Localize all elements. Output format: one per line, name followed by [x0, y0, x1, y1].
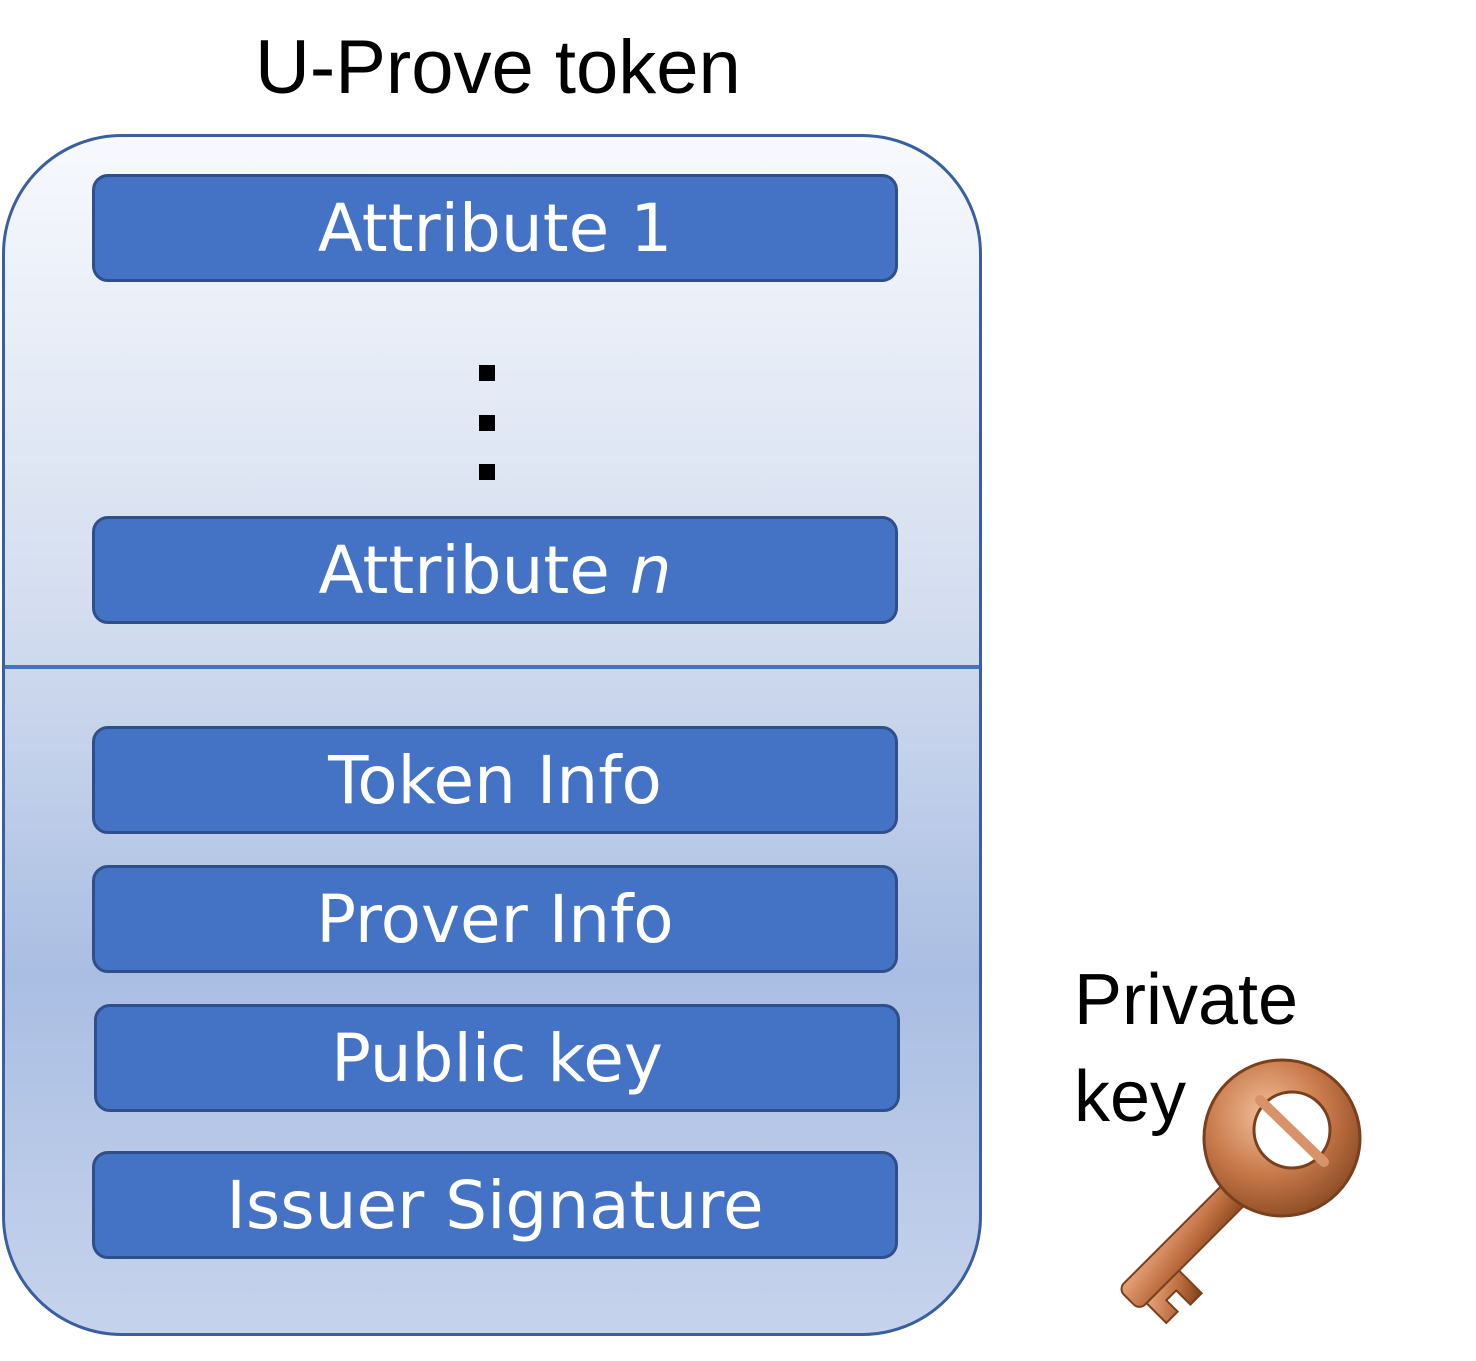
attribute-1-field: Attribute 1 [92, 174, 898, 282]
private-key-label-line2: key [1074, 1057, 1187, 1137]
public-key-label: Public key [331, 1019, 663, 1097]
private-key-label-line1: Private [1074, 960, 1299, 1040]
ellipsis-dot [479, 365, 495, 381]
section-divider [5, 665, 979, 669]
private-key-label: Private key [1074, 952, 1298, 1146]
token-info-label: Token Info [328, 741, 662, 819]
prover-info-field: Prover Info [92, 865, 898, 973]
issuer-signature-label: Issuer Signature [226, 1166, 764, 1244]
attribute-n-label: Attribute [318, 531, 610, 609]
token-info-field: Token Info [92, 726, 898, 834]
public-key-field: Public key [94, 1004, 900, 1112]
attribute-n-variable: n [629, 531, 672, 609]
key-icon [1120, 1058, 1362, 1325]
attribute-1-label: Attribute 1 [317, 189, 673, 267]
ellipsis-dot [479, 464, 495, 480]
issuer-signature-field: Issuer Signature [92, 1151, 898, 1259]
prover-info-label: Prover Info [316, 880, 674, 958]
ellipsis-dots [479, 365, 495, 480]
token-title: U-Prove token [255, 25, 741, 110]
ellipsis-dot [479, 415, 495, 431]
